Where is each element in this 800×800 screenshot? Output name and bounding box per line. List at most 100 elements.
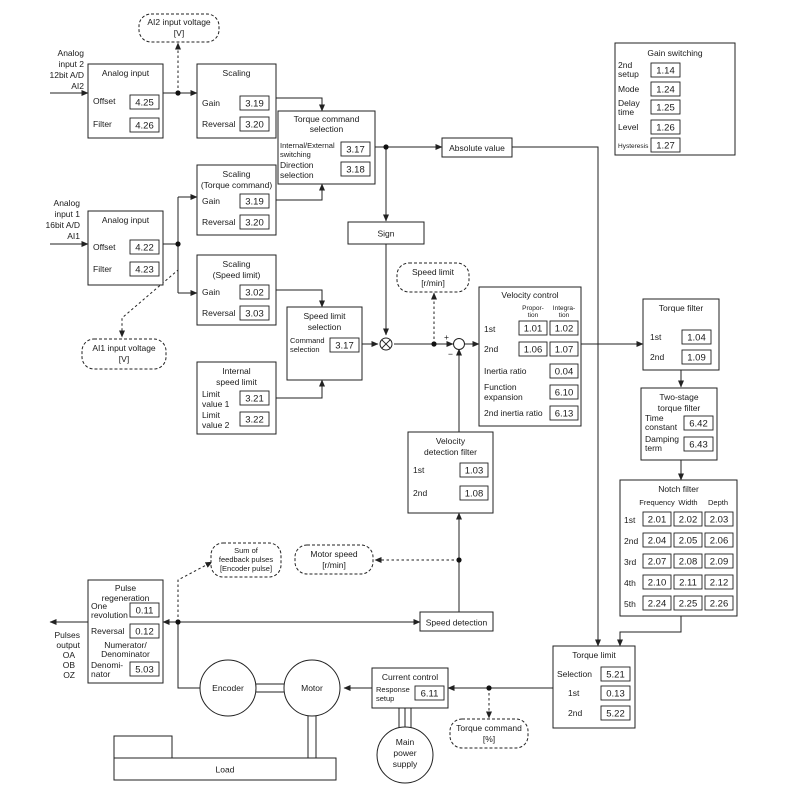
- notch-row5-frequency: 2.24: [648, 599, 667, 610]
- notch-row: 2nd 2.04 2.05 2.06: [624, 532, 734, 548]
- notch-row4-label: 4th: [624, 578, 636, 588]
- notch-row: 4th 2.10 2.11 2.12: [624, 574, 734, 590]
- function-expansion-label1: Function: [484, 382, 517, 392]
- ai1-input-label: Analog input 1 16bit A/D AI1: [46, 198, 81, 241]
- notch-row1-depth: 2.03: [710, 515, 729, 526]
- pulses-output-oz: OZ: [63, 670, 75, 680]
- motor-speed-line2: [r/min]: [322, 560, 346, 570]
- torque-switching-label2: switching: [280, 150, 311, 159]
- pulses-output-ob: OB: [63, 660, 76, 670]
- sign-label: Sign: [377, 229, 394, 239]
- velocity-col-integration1: Integra-: [553, 305, 575, 312]
- second-inertia-ratio-value: 6.13: [555, 409, 574, 420]
- notch-row4-depth: 2.12: [710, 578, 729, 589]
- motor-label: Motor: [301, 683, 323, 693]
- analog-input-ai1-offset-label: Offset: [93, 242, 116, 252]
- scaling-ai2-block: Scaling Gain 3.19 Reversal 3.20: [196, 63, 277, 139]
- pulses-output-line1: Pulses: [54, 630, 80, 640]
- analog-input-ai2-offset-label: Offset: [93, 96, 116, 106]
- summing-junction: + −: [444, 332, 465, 359]
- absolute-value-block: Absolute value: [441, 137, 513, 158]
- pulse-regeneration-block: Pulse regeneration One revolution 0.11 R…: [87, 579, 164, 684]
- notch-row2-frequency: 2.04: [648, 536, 667, 547]
- torque-command-cloud: Torque command [%]: [449, 718, 529, 749]
- command-selection-label2: selection: [290, 345, 320, 354]
- scaling-torque-gain-label: Gain: [202, 196, 220, 206]
- limit-value-2-label2: value 2: [202, 420, 230, 430]
- velocity-detection-filter-block: Velocity detection filter 1st 1.03 2nd 1…: [407, 431, 494, 514]
- analog-input-ai1-filter-label: Filter: [93, 264, 112, 274]
- inertia-ratio-label: Inertia ratio: [484, 366, 527, 376]
- pulse-reversal-label: Reversal: [91, 626, 125, 636]
- main-power-line1: Main: [396, 737, 415, 747]
- ai2-input-line4: AI2: [71, 81, 84, 91]
- gain-switching-delay-line1: Delay: [618, 98, 640, 108]
- summing-minus-sign: −: [448, 349, 453, 359]
- notch-row2-width: 2.05: [679, 536, 698, 547]
- motor-speed-line1: Motor speed: [310, 549, 358, 559]
- limit-value-1-value: 3.21: [245, 394, 264, 405]
- torque-limit-selection-label: Selection: [557, 669, 592, 679]
- notch-row3-depth: 2.09: [710, 557, 729, 568]
- velocity-col-proportion2: tion: [528, 312, 539, 319]
- main-power-supply-symbol: Main power supply: [376, 726, 434, 784]
- time-constant-label2: constant: [645, 422, 678, 432]
- scaling-torque-reversal-value: 3.20: [245, 218, 264, 229]
- torque-switching-value: 3.17: [346, 145, 365, 156]
- two-stage-torque-filter-block: Two-stage torque filter Time constant 6.…: [640, 387, 718, 461]
- analog-input-ai1-offset-value: 4.22: [135, 243, 154, 254]
- function-expansion-label2: expansion: [484, 392, 523, 402]
- notch-row5-label: 5th: [624, 599, 636, 609]
- notch-row3-frequency: 2.07: [648, 557, 667, 568]
- two-stage-title1: Two-stage: [659, 392, 698, 402]
- ai1-voltage-line1: AI1 input voltage: [92, 343, 156, 353]
- ai2-voltage-cloud: AI2 input voltage [V]: [138, 13, 220, 43]
- torque-limit-title: Torque limit: [572, 650, 616, 660]
- notch-row3-width: 2.08: [679, 557, 698, 568]
- gain-switching-hysteresis-label: Hysteresis: [618, 143, 649, 150]
- velocity-control-block: Velocity control Propor- tion Integra- t…: [478, 286, 582, 427]
- ai1-input-line1: Analog: [54, 198, 81, 208]
- torque-switching-label1: Internal/External: [280, 141, 335, 150]
- torque-limit-block: Torque limit Selection 5.21 1st 0.13 2nd…: [552, 645, 636, 729]
- scaling-speed-title1: Scaling: [223, 259, 251, 269]
- response-setup-label1: Response: [376, 685, 410, 694]
- denominator-label1: Denomi-: [91, 660, 123, 670]
- gain-switching-mode-label: Mode: [618, 84, 640, 94]
- gain-switching-2nd-setup-value: 1.14: [656, 66, 675, 77]
- speed-detection-label: Speed detection: [426, 618, 488, 628]
- damping-term-value: 6.43: [689, 440, 708, 451]
- notch-row3-label: 3rd: [624, 557, 637, 567]
- analog-input-ai1-block: Analog input Offset 4.22 Filter 4.23: [87, 210, 164, 286]
- direction-selection-value: 3.18: [346, 165, 365, 176]
- velocity-row2-label: 2nd: [484, 344, 498, 354]
- analog-input-ai2-block: Analog input Offset 4.25 Filter 4.26: [87, 63, 164, 139]
- scaling-ai2-gain-label: Gain: [202, 98, 220, 108]
- gain-switching-2nd-setup-line2: setup: [618, 69, 639, 79]
- torque-command-cloud-line1: Torque command: [456, 723, 522, 733]
- notch-row: 1st 2.01 2.02 2.03: [624, 511, 734, 527]
- notch-row5-depth: 2.26: [710, 599, 729, 610]
- torque-filter-1st-label: 1st: [650, 332, 662, 342]
- notch-row1-width: 2.02: [679, 515, 698, 526]
- command-selection-value: 3.17: [335, 341, 354, 352]
- one-revolution-label1: One: [91, 601, 107, 611]
- scaling-ai2-reversal-value: 3.20: [245, 120, 264, 131]
- scaling-ai2-reversal-label: Reversal: [202, 119, 236, 129]
- speed-limit-cloud: Speed limit [r/min]: [396, 262, 470, 293]
- ai1-voltage-line2: [V]: [119, 354, 129, 364]
- velocity-row1-label: 1st: [484, 324, 496, 334]
- scaling-torque-title1: Scaling: [223, 169, 251, 179]
- feedback-pulses-line1: Sum of: [234, 546, 259, 555]
- notch-row2-label: 2nd: [624, 536, 638, 546]
- torque-limit-1st-label: 1st: [568, 688, 580, 698]
- ai2-voltage-line2: [V]: [174, 28, 184, 38]
- ai2-input-line3: 12bit A/D: [50, 70, 85, 80]
- notch-row5-width: 2.25: [679, 599, 698, 610]
- velocity-detection-1st-label: 1st: [413, 465, 425, 475]
- scaling-speed-reversal-label: Reversal: [202, 308, 236, 318]
- summing-plus-sign: +: [444, 332, 449, 342]
- pulses-output-line2: output: [56, 640, 80, 650]
- pulses-output-oa: OA: [63, 650, 76, 660]
